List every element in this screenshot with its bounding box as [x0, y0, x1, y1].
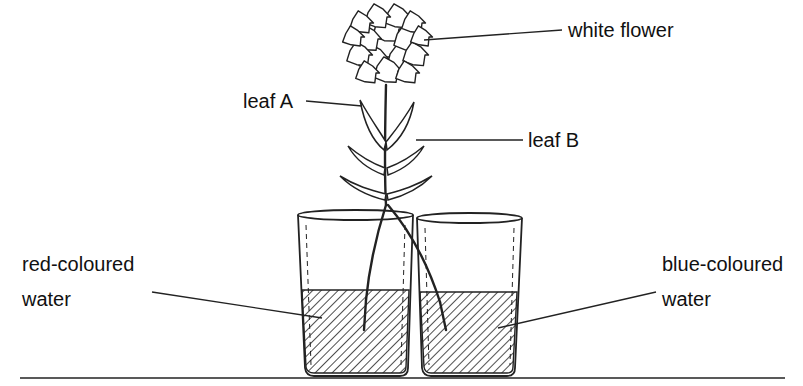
- glass: [417, 213, 522, 223]
- leader-line: [424, 30, 562, 40]
- part-label: white flower: [568, 18, 674, 42]
- leader-line: [498, 292, 656, 328]
- coloured-water: [302, 290, 409, 373]
- leader-line: [152, 292, 322, 318]
- leader-line: [306, 101, 362, 106]
- leaf: [360, 100, 386, 150]
- coloured-water: [420, 292, 517, 373]
- coloured-water: [302, 290, 517, 373]
- white-flower: [343, 4, 433, 83]
- leaf: [387, 176, 432, 200]
- glass: [298, 215, 413, 376]
- stem: [366, 205, 386, 300]
- white-flower: [411, 26, 433, 46]
- glass: [417, 218, 522, 376]
- leader-line: [152, 30, 656, 328]
- stem: [364, 300, 366, 330]
- part-label: blue-coloured water: [662, 247, 798, 317]
- leader-line: [416, 139, 523, 140]
- white-flower: [343, 26, 365, 46]
- stem: [364, 85, 446, 330]
- leaf: [386, 102, 414, 150]
- part-label: leaf A: [243, 89, 293, 113]
- stem: [440, 302, 446, 330]
- white-flower: [356, 61, 380, 83]
- leaf: [387, 146, 424, 175]
- white-flower: [396, 61, 420, 83]
- leaf: [340, 100, 432, 200]
- stem: [388, 205, 440, 302]
- part-label: leaf B: [528, 128, 579, 152]
- leaf: [348, 146, 385, 175]
- leaf: [340, 176, 386, 200]
- ground-line: [20, 377, 785, 379]
- part-label: red-coloured water: [22, 247, 172, 317]
